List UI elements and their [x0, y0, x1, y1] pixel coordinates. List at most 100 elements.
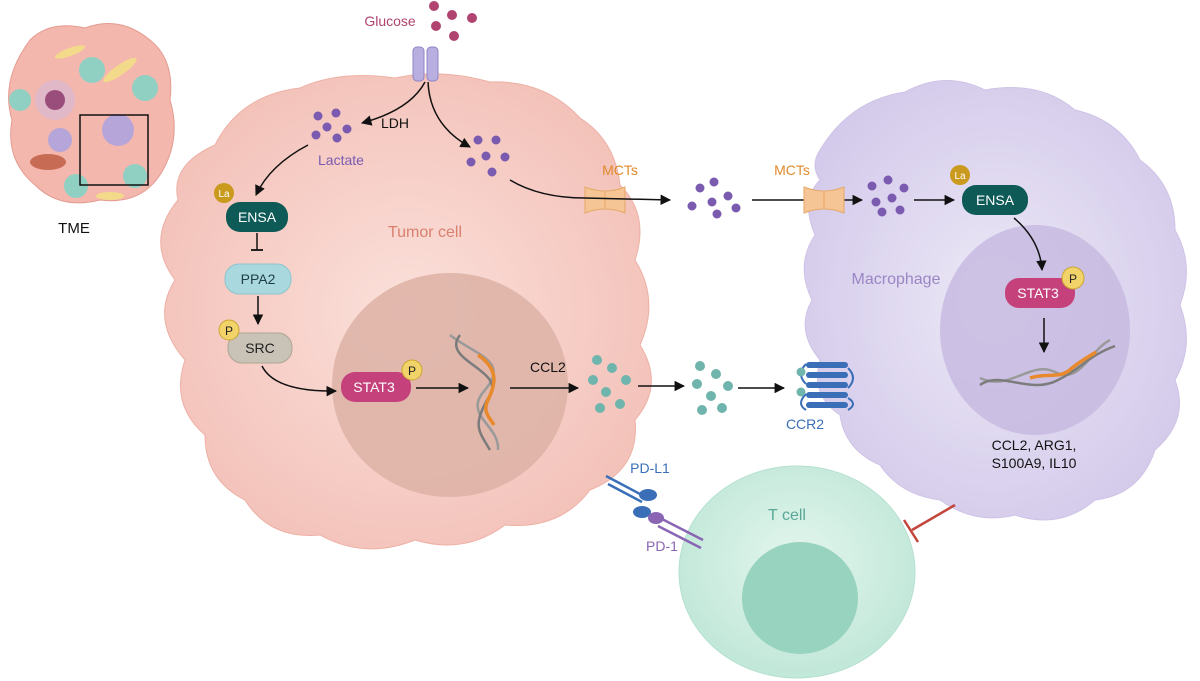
ccl2-dot	[592, 355, 602, 365]
tumor-cell-label: Tumor cell	[388, 224, 462, 241]
inhibit-macrophage-tcell	[902, 503, 956, 543]
tme-zoom-box	[79, 114, 149, 186]
lactate-cluster-intracellular	[311, 108, 352, 143]
tme-cell-nucleus	[45, 90, 65, 110]
dna-strand	[449, 334, 500, 451]
stat3-tumor-label: STAT3	[353, 379, 395, 395]
tme-cell	[102, 114, 134, 146]
ccr2-helix	[806, 362, 848, 368]
dna-helix-macrophage	[979, 338, 1116, 387]
mct-transporter-left	[584, 186, 626, 214]
output-genes-line2: S100A9, IL10	[992, 455, 1077, 471]
glucose-label: Glucose	[364, 13, 416, 29]
tme-cell	[64, 174, 88, 198]
ccl2-dot	[607, 363, 617, 373]
pd-l1-domain	[639, 489, 657, 501]
lactate-dot	[687, 201, 697, 211]
ensa-macrophage: ENSA La	[950, 165, 1028, 215]
tme-tissue	[8, 23, 175, 204]
pd-1-domain	[648, 512, 664, 524]
tme-cell	[30, 154, 66, 170]
pd-1-label: PD-1	[646, 538, 678, 554]
tme-cell	[9, 89, 31, 111]
ccl2-label: CCL2	[530, 359, 566, 375]
glucose-dot	[467, 13, 477, 23]
dna-helix-tumor	[449, 334, 500, 451]
ensa-macro-box	[962, 185, 1028, 215]
ccr2-helix	[806, 402, 848, 408]
ccl2-dot	[697, 405, 707, 415]
tme-fibroblast	[103, 57, 137, 83]
ccl2-dot	[711, 369, 721, 379]
tme-thumbnail: TME	[8, 23, 175, 237]
lactate-dot	[867, 181, 877, 191]
tme-cell	[132, 75, 158, 101]
lactate-dot	[887, 193, 897, 203]
lactate-dot	[500, 152, 510, 162]
pd-l1-stem	[605, 474, 641, 496]
lactate-cluster-export	[466, 135, 510, 177]
ccl2-dot	[706, 391, 716, 401]
lactate-dot	[899, 183, 909, 193]
la-badge-macro-label: La	[954, 171, 966, 182]
phospho-badge-stat3-macro	[1061, 266, 1085, 290]
dna-gene-segment	[476, 353, 496, 426]
inhibit-bar	[902, 519, 920, 543]
macrophage-nucleus	[940, 225, 1130, 435]
tme-fibroblast	[54, 45, 86, 59]
pd-1-stem	[657, 524, 702, 550]
ensa-tumor-label: ENSA	[238, 209, 277, 225]
ccr2-receptor	[796, 362, 854, 411]
ccl2-dot	[717, 403, 727, 413]
inhibit-line	[911, 503, 956, 532]
tumor-nucleus	[332, 273, 568, 497]
src-label: SRC	[245, 340, 275, 356]
ccr2-helix	[806, 392, 848, 398]
ccl2-dot	[621, 375, 631, 385]
phospho-badge-src-label: P	[225, 324, 233, 338]
phospho-badge-src	[218, 319, 240, 341]
macrophage-label: Macrophage	[852, 271, 941, 288]
output-genes-line1: CCL2, ARG1,	[992, 437, 1077, 453]
glucose-dot	[447, 10, 457, 20]
arrow-lactate-export	[509, 179, 672, 206]
t-cell-label: T cell	[768, 507, 806, 524]
t-cell: T cell	[678, 465, 916, 679]
arrow-ensa-to-stat3-macro	[1013, 217, 1047, 272]
arrow-src-to-stat3	[261, 365, 338, 397]
ccl2-cluster-intracellular	[588, 355, 631, 413]
mcts-left-label: MCTs	[602, 162, 638, 178]
lactate-dot	[322, 122, 332, 132]
la-badge-tumor-label: La	[218, 189, 230, 200]
lactate-dot	[342, 124, 352, 134]
ccl2-cluster-extracellular	[692, 361, 733, 415]
ccl2-dot	[615, 399, 625, 409]
lactate-dot	[695, 183, 705, 193]
pd-1-stem	[659, 516, 704, 542]
glucose-molecules	[429, 1, 477, 41]
pd-l1-label: PD-L1	[630, 460, 670, 476]
ccl2-dot	[588, 375, 598, 385]
ccl2-dot	[723, 381, 733, 391]
ensa-macro-label: ENSA	[976, 192, 1015, 208]
mct-transporter-right	[803, 186, 845, 214]
tme-cell	[79, 57, 105, 83]
ccl2-dot	[601, 387, 611, 397]
tme-cell	[48, 128, 72, 152]
glucose-dot	[431, 21, 441, 31]
inhibit-ensa-ppa2	[251, 233, 263, 251]
lactate-dot	[723, 191, 733, 201]
lactate-dot	[883, 175, 893, 185]
ccl2-dot	[595, 403, 605, 413]
ldh-label: LDH	[381, 115, 409, 131]
lactate-dot	[332, 133, 342, 143]
arrow-lactate-to-ensa	[255, 144, 309, 196]
ccr2-label: CCR2	[786, 416, 824, 432]
lactate-dot	[481, 151, 491, 161]
lactate-dot	[473, 135, 483, 145]
lactate-dot	[712, 209, 722, 219]
phospho-badge-stat3-tumor	[401, 359, 423, 381]
ensa-tumor-box	[226, 202, 288, 232]
lactate-cluster-macrophage	[867, 175, 909, 217]
